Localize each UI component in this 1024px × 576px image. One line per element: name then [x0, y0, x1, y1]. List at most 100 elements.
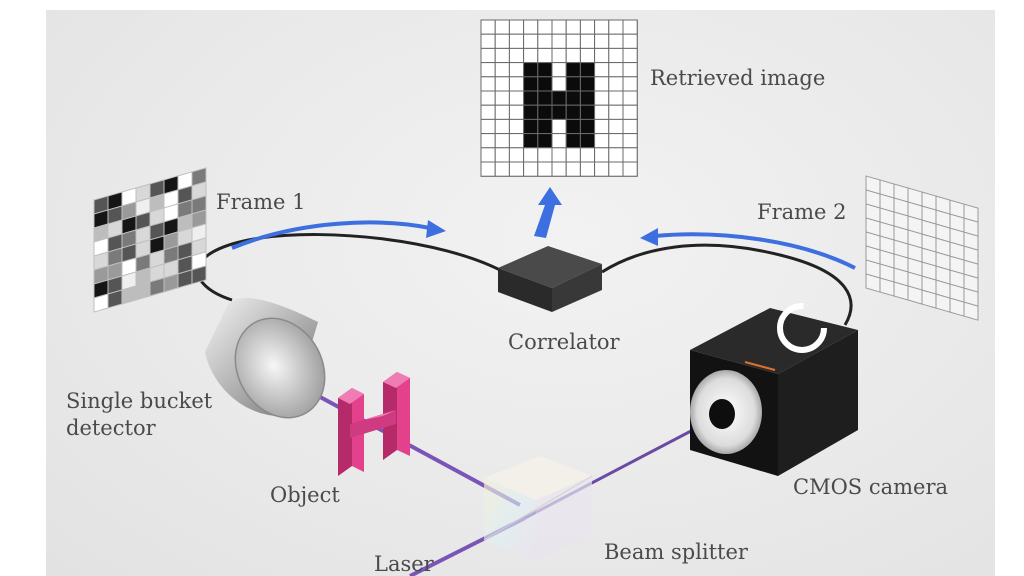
retrieved-grid-cell: [508, 76, 525, 92]
retrieved-grid-cell: [551, 33, 567, 49]
retrieved-grid-cell: [537, 133, 553, 149]
retrieved-grid-cell: [622, 118, 638, 135]
retrieved-grid-cell: [622, 147, 638, 163]
retrieved-grid-cell: [579, 161, 596, 177]
laser-label: Laser: [374, 552, 434, 576]
retrieved-grid-cell: [565, 161, 581, 177]
retrieved-grid-cell: [537, 47, 553, 64]
retrieved-grid-cell: [551, 147, 567, 163]
retrieved-grid-cell: [508, 161, 525, 177]
speckle-cell: [191, 265, 207, 285]
retrieved-grid-cell: [523, 118, 539, 135]
retrieved-grid-cell: [508, 147, 525, 163]
retrieved-grid-cell: [551, 19, 567, 35]
retrieved-grid-cell: [480, 104, 496, 120]
retrieved-grid-cell: [594, 104, 610, 120]
retrieved-grid-cell: [508, 118, 525, 135]
retrieved-grid-cell: [523, 33, 539, 49]
retrieved-grid-cell: [594, 76, 610, 92]
retrieved-grid-cell: [608, 33, 624, 49]
retrieved-grid-cell: [551, 47, 567, 64]
retrieved-grid-cell: [608, 133, 624, 149]
retrieved-grid-cell: [480, 76, 496, 92]
frame1-pattern: [93, 167, 207, 313]
retrieved-grid-cell: [494, 147, 510, 163]
retrieved-grid-cell: [494, 133, 510, 149]
retrieved-grid-cell: [480, 147, 496, 163]
retrieved-grid-cell: [494, 62, 510, 78]
retrieved-grid-cell: [565, 133, 581, 149]
retrieved-grid-cell: [551, 62, 567, 78]
retrieved-grid-cell: [608, 147, 624, 163]
retrieved-grid-cell: [494, 104, 510, 120]
retrieved-grid-cell: [480, 133, 496, 149]
cmos-camera-icon: [690, 303, 858, 476]
retrieved-grid-cell: [508, 19, 525, 35]
retrieved-grid-cell: [523, 62, 539, 78]
retrieved-grid-cell: [494, 19, 510, 35]
retrieved-grid-cell: [594, 19, 610, 35]
retrieved-grid-cell: [608, 90, 624, 106]
retrieved-grid-cell: [480, 47, 496, 64]
retrieved-grid-cell: [622, 90, 638, 106]
retrieved-grid-cell: [565, 76, 581, 92]
retrieved-grid-cell: [594, 33, 610, 49]
retrieved-image-grid: [480, 19, 638, 177]
retrieved-grid-cell: [579, 33, 596, 49]
retrieved-grid-cell: [537, 76, 553, 92]
frame1-label: Frame 1: [216, 190, 306, 214]
retrieved-grid-cell: [594, 62, 610, 78]
retrieved-grid-cell: [537, 161, 553, 177]
retrieved-grid-cell: [508, 90, 525, 106]
retrieved-grid-cell: [508, 62, 525, 78]
retrieved-grid-cell: [622, 133, 638, 149]
retrieved-grid-cell: [537, 147, 553, 163]
retrieved-grid-cell: [565, 19, 581, 35]
retrieved-grid-cell: [565, 47, 581, 64]
beam-splitter-icon: [483, 456, 593, 560]
retrieved-grid-cell: [579, 62, 596, 78]
object-label: Object: [270, 483, 340, 507]
retrieved-grid-cell: [565, 90, 581, 106]
retrieved-grid-cell: [622, 19, 638, 35]
retrieved-grid-cell: [579, 76, 596, 92]
retrieved-grid-cell: [594, 90, 610, 106]
retrieved-grid-cell: [622, 62, 638, 78]
retrieved-grid-cell: [565, 33, 581, 49]
retrieved-image-label: Retrieved image: [650, 66, 826, 90]
retrieved-grid-cell: [579, 118, 596, 135]
retrieved-grid-cell: [608, 76, 624, 92]
retrieved-grid-cell: [523, 90, 539, 106]
bucket-detector-label-line2: detector: [66, 416, 156, 440]
retrieved-grid-cell: [508, 133, 525, 149]
retrieved-grid-cell: [494, 33, 510, 49]
retrieved-grid-cell: [494, 118, 510, 135]
retrieved-grid-cell: [579, 133, 596, 149]
retrieved-grid-cell: [608, 161, 624, 177]
retrieved-grid-cell: [537, 118, 553, 135]
retrieved-grid-cell: [622, 161, 638, 177]
retrieved-grid-cell: [480, 33, 496, 49]
correlator-box: [498, 246, 602, 312]
retrieved-grid-cell: [494, 76, 510, 92]
frame2-pattern: [865, 175, 979, 321]
retrieved-grid-cell: [594, 147, 610, 163]
retrieved-grid-cell: [494, 47, 510, 64]
retrieved-grid-cell: [551, 118, 567, 135]
retrieved-grid-cell: [579, 147, 596, 163]
retrieved-grid-cell: [537, 19, 553, 35]
retrieved-grid-cell: [551, 76, 567, 92]
retrieved-grid-cell: [551, 161, 567, 177]
retrieved-grid-cell: [594, 161, 610, 177]
bucket-detector-label-line1: Single bucket: [66, 389, 213, 413]
retrieved-grid-cell: [523, 47, 539, 64]
retrieved-grid-cell: [622, 104, 638, 120]
retrieved-grid-cell: [480, 19, 496, 35]
frame2-label: Frame 2: [757, 200, 847, 224]
retrieved-grid-cell: [551, 133, 567, 149]
retrieved-grid-cell: [565, 147, 581, 163]
retrieved-grid-cell: [551, 90, 567, 106]
retrieved-grid-cell: [608, 47, 624, 64]
retrieved-grid-cell: [494, 161, 510, 177]
